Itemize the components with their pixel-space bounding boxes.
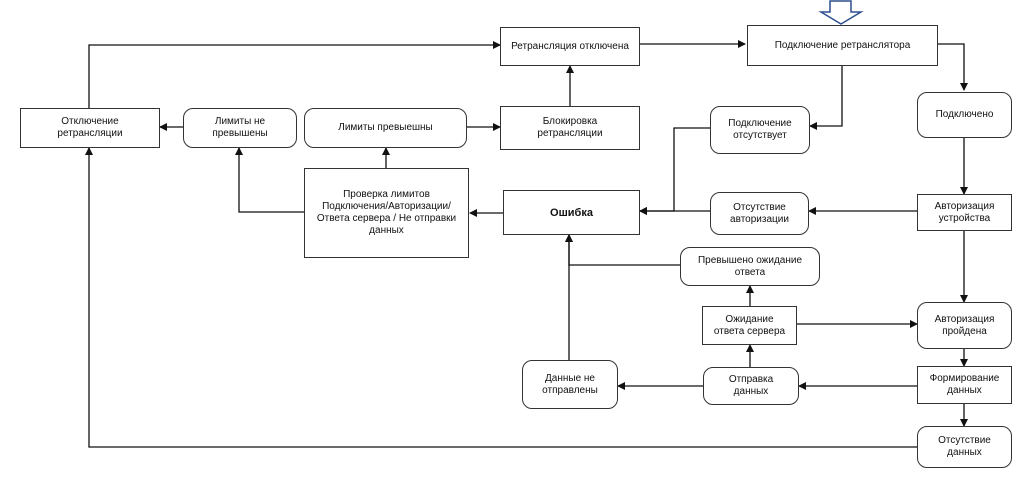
connector-connect-to-connected	[938, 43, 968, 91]
node-connect-retranslator[interactable]: Подключение ретранслятора	[747, 25, 938, 66]
node-block-retranslation[interactable]: Блокировка ретрансляции	[500, 106, 640, 150]
node-authorization-passed[interactable]: Авторизация пройдена	[917, 302, 1012, 349]
start-arrow-icon	[818, 0, 864, 25]
connector-disconnect-to-retr-off	[88, 41, 501, 108]
node-no-data[interactable]: Отсутствие данных	[917, 426, 1012, 468]
node-disconnect-retranslation[interactable]: Отключение ретрансляции	[20, 108, 160, 148]
node-wait-exceeded[interactable]: Превышено ожидание ответа	[680, 247, 820, 286]
node-forming-data[interactable]: Формирование данных	[917, 366, 1012, 404]
connector-exceeded-to-error	[565, 234, 680, 266]
node-check-limits[interactable]: Проверка лимитов Подключения/Авторизации…	[304, 168, 469, 258]
node-wait-server-response[interactable]: Ожидание ответа сервера	[702, 306, 797, 345]
connector-check-to-not-exceeded	[235, 147, 304, 213]
node-limits-exceeded[interactable]: Лимиты превыешны	[304, 108, 467, 148]
node-no-connection[interactable]: Подключение отсутствует	[710, 106, 810, 154]
node-no-authorization[interactable]: Отсутствие авторизации	[710, 192, 809, 235]
node-error[interactable]: Ошибка	[503, 190, 640, 235]
node-sending-data[interactable]: Отправка данных	[703, 367, 799, 405]
connector-connect-to-no-connection	[809, 66, 843, 130]
node-data-not-sent[interactable]: Данные не отправлены	[522, 360, 618, 409]
connector-no-data-to-disconnect	[85, 147, 917, 448]
node-connected[interactable]: Подключено	[917, 92, 1012, 138]
connector-no-connection-to-error	[639, 127, 710, 215]
node-retranslation-off[interactable]: Ретрансляция отключена	[500, 27, 640, 66]
node-device-authorization[interactable]: Авторизация устройства	[917, 194, 1012, 231]
node-limits-not-exceeded[interactable]: Лимиты не превышены	[183, 108, 297, 148]
